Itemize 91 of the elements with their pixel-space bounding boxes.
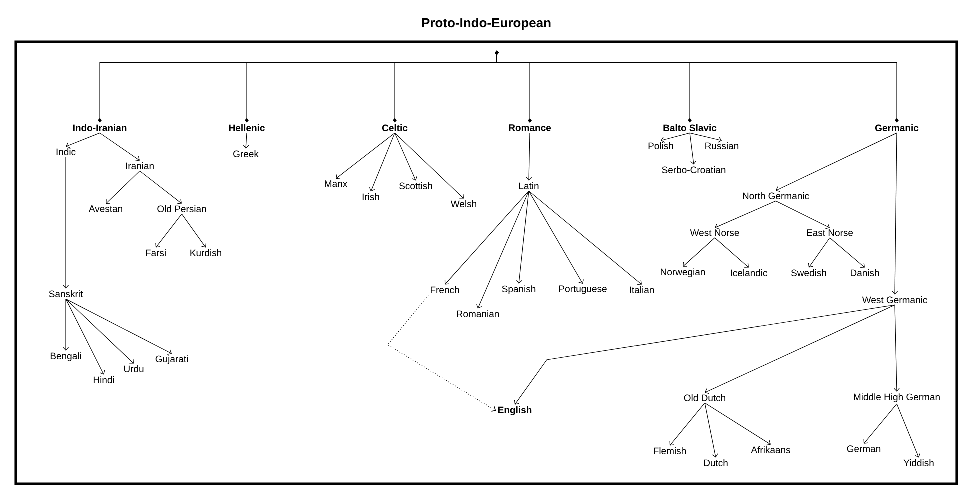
language-label: Flemish xyxy=(654,448,686,454)
language-label: Iranian xyxy=(126,162,154,170)
arrow xyxy=(776,200,830,230)
language-label: Old Persian xyxy=(158,206,206,212)
language-label: West Norse xyxy=(690,230,740,236)
arrow xyxy=(715,200,776,230)
language-label: Russian xyxy=(706,142,739,150)
arrow xyxy=(705,304,896,394)
language-label: Spanish xyxy=(502,286,536,294)
language-label: Irish xyxy=(362,194,380,200)
arrow xyxy=(444,190,530,285)
arrow xyxy=(106,170,140,204)
language-label: Danish xyxy=(851,270,880,276)
arrow xyxy=(514,304,896,405)
group-label: Celtic xyxy=(382,124,408,132)
arrow xyxy=(495,50,899,123)
arrow xyxy=(394,132,418,181)
language-label: West Germanic xyxy=(862,296,928,304)
group-label: Balto Slavic xyxy=(664,124,717,132)
arrow xyxy=(690,132,697,165)
language-label: Manx xyxy=(325,180,348,188)
language-label: Indic xyxy=(56,148,76,156)
language-label: Sanskrit xyxy=(49,290,84,298)
language-label: Yiddish xyxy=(904,460,934,466)
language-label: Scottish xyxy=(400,182,432,190)
arrow xyxy=(66,298,134,364)
language-label: Welsh xyxy=(450,200,476,208)
language-label: Bengali xyxy=(50,352,82,362)
arrow xyxy=(864,404,898,444)
arrow xyxy=(100,132,140,162)
language-label: Urdu xyxy=(124,366,144,372)
group-label: Germanic xyxy=(875,124,919,132)
arrow xyxy=(896,404,921,458)
arrow xyxy=(528,190,642,286)
arrow xyxy=(369,132,396,192)
arrow xyxy=(776,132,898,192)
arrow xyxy=(670,402,706,446)
arrow xyxy=(704,402,771,446)
arrow xyxy=(66,132,100,148)
arrow xyxy=(830,238,865,268)
language-label: German xyxy=(847,446,881,452)
arrow xyxy=(808,238,830,268)
arrow xyxy=(704,402,718,458)
language-label: Dutch xyxy=(704,460,728,466)
language-label: Icelandic xyxy=(731,270,768,276)
arrow xyxy=(243,132,250,149)
arrow xyxy=(394,132,464,199)
arrow xyxy=(714,238,749,268)
arrow xyxy=(336,132,396,180)
language-label: Norwegian xyxy=(661,268,706,278)
language-label: Serbo-Croatian xyxy=(662,166,726,174)
language-label: Afrikaans xyxy=(751,446,790,454)
group-label: Romance xyxy=(509,124,552,132)
arrow xyxy=(516,190,530,284)
arrow xyxy=(892,132,898,295)
language-label: Greek xyxy=(234,150,259,158)
language-label: Portuguese xyxy=(560,286,607,294)
language-label: Avestan xyxy=(88,206,122,212)
language-label: Polish xyxy=(648,142,674,150)
arrow xyxy=(387,294,496,412)
language-label: Gujarati xyxy=(156,356,188,364)
language-label: North Germanic xyxy=(743,192,810,200)
arrow xyxy=(182,214,207,248)
arrow xyxy=(690,132,722,143)
arrow xyxy=(156,214,182,248)
arrow xyxy=(62,298,70,351)
arrow xyxy=(140,170,182,204)
arrow xyxy=(683,238,716,267)
language-label: Farsi xyxy=(146,250,166,256)
arrow xyxy=(526,132,532,181)
group-label: Indo-Iranian xyxy=(73,124,127,132)
arrow xyxy=(66,298,172,356)
arrow xyxy=(894,304,900,392)
arrow xyxy=(66,298,106,375)
language-label: East Norse xyxy=(807,230,854,236)
node-label: Proto-Indo-European xyxy=(422,18,551,30)
group-label: Hellenic xyxy=(229,124,265,132)
language-label: Middle High German xyxy=(854,394,940,402)
arrow xyxy=(476,190,530,309)
language-label: French xyxy=(431,286,460,294)
arrow xyxy=(661,132,690,143)
language-label: Swedish xyxy=(791,270,826,276)
arrow xyxy=(62,156,70,289)
language-label: Hindi xyxy=(94,376,114,384)
language-label: Italian xyxy=(630,286,654,294)
arrow xyxy=(528,190,584,284)
language-label: Kurdish xyxy=(190,250,222,256)
group-label: English xyxy=(498,406,532,416)
language-label: Romanian xyxy=(457,310,500,318)
language-label: Latin xyxy=(520,182,539,190)
language-label: Old Dutch xyxy=(684,394,726,402)
